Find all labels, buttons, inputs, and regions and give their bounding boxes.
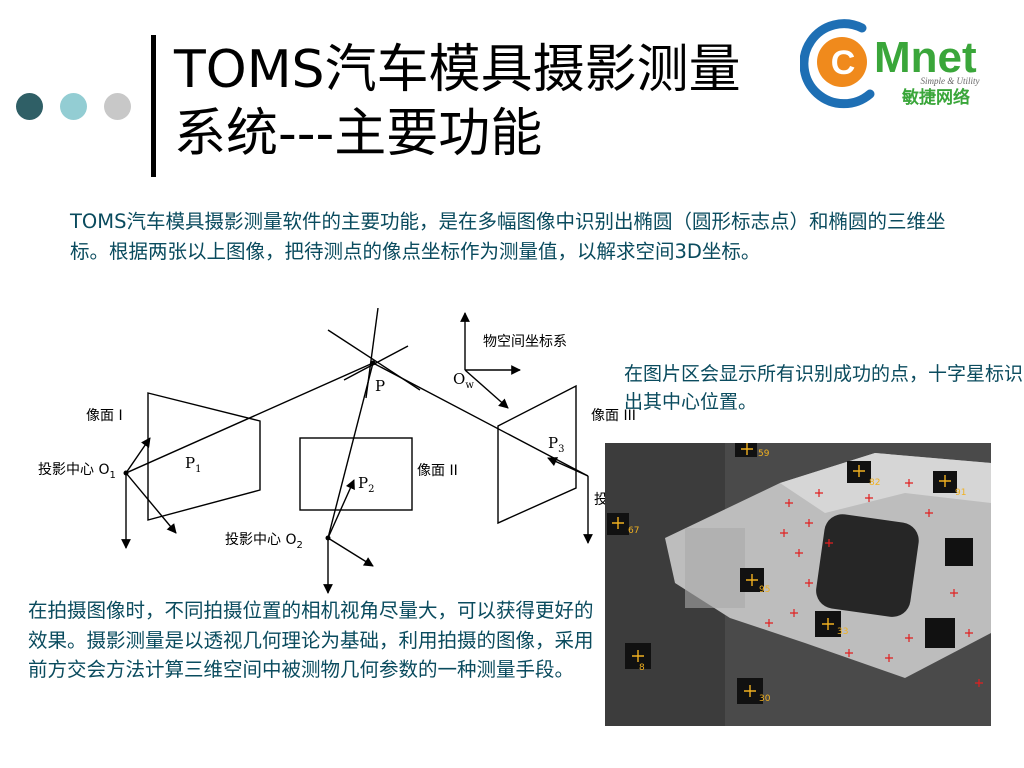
point-label-8: 30 (759, 694, 771, 704)
logo-letter-c: C (831, 44, 856, 82)
projection-center-1-label: 投影中心 O1 (38, 462, 116, 481)
object-coords-label: 物空间坐标系 (483, 334, 567, 350)
image-plane-1-label: 像面 I (86, 408, 123, 424)
cmnet-logo: C Mnet Simple & Utility 敏捷网络 (800, 19, 980, 109)
ow-label: Ow (453, 370, 474, 391)
image-plane-2-label: 像面 II (417, 463, 458, 479)
marker-detection-photo: 59 82 91 67 95 33 8 30 (605, 443, 991, 726)
projection-center-2-label: 投影中心 O2 (225, 532, 303, 551)
photogrammetry-diagram: 物空间坐标系 Ow P 像面 I 像面 II 像面 III P1 P2 P3 投… (38, 308, 636, 594)
title-line-1: TOMS汽车模具摄影测量 (174, 40, 741, 100)
p2-label: P2 (358, 474, 374, 495)
bottom-note: 在拍摄图像时，不同拍摄位置的相机视角尽量大，可以获得更好的效果。摄影测量是以透视… (28, 599, 594, 681)
right-note: 在图片区会显示所有识别成功的点，十字星标识出其中心位置。 (624, 363, 1024, 413)
point-label-4: 67 (628, 526, 639, 536)
point-label-2: 82 (869, 478, 880, 488)
title-divider (151, 35, 156, 177)
point-p-label: P (375, 377, 385, 395)
projection-center-3-label: 投 (594, 492, 608, 508)
image-plane-2 (299, 437, 413, 511)
slide-title: TOMS汽车模具摄影测量 系统---主要功能 (174, 38, 834, 166)
point-label-5: 95 (759, 585, 770, 595)
image-plane-1 (147, 392, 261, 521)
p1-label: P1 (185, 454, 201, 475)
point-label-3: 91 (955, 488, 966, 498)
decorative-dots (16, 93, 136, 121)
dot-light-teal (60, 93, 87, 120)
point-label-6: 33 (837, 627, 848, 637)
logo-tagline: Simple & Utility (921, 76, 980, 86)
dot-dark (16, 93, 43, 120)
dot-gray (104, 93, 131, 120)
intro-text: TOMS汽车模具摄影测量软件的主要功能，是在多幅图像中识别出椭圆（圆形标志点）和… (70, 210, 946, 263)
title-line-2: 系统---主要功能 (174, 104, 543, 164)
point-label-7: 8 (639, 663, 645, 673)
logo-cn-name: 敏捷网络 (901, 87, 970, 108)
image-plane-3-label: 像面 III (591, 408, 636, 424)
logo-wordmark: Mnet (874, 33, 977, 82)
p3-label: P3 (548, 434, 564, 455)
point-label-1: 59 (758, 449, 770, 459)
image-plane-3 (497, 384, 577, 525)
